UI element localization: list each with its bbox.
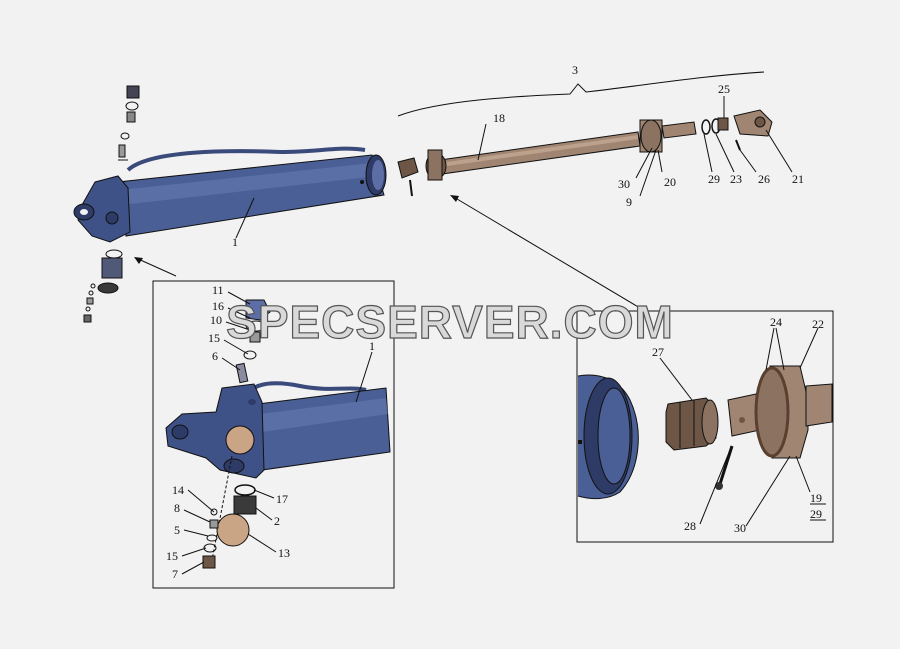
label-25: 25	[718, 82, 730, 96]
label-26: 26	[758, 172, 770, 186]
label-9: 9	[626, 195, 632, 209]
label-14: 14	[172, 483, 184, 497]
label-23: 23	[730, 172, 742, 186]
inset-right-labels: 24 22 27 28 30 19 29	[652, 315, 826, 535]
label-7: 7	[172, 567, 178, 581]
label-28: 28	[684, 519, 696, 533]
label-1-inset: 1	[369, 339, 375, 353]
label-6: 6	[212, 349, 218, 363]
inset-left-cylinder-end	[152, 280, 395, 589]
piston-rod-assembly	[397, 71, 773, 197]
label-30-inset: 30	[734, 521, 746, 535]
label-19: 19	[810, 491, 822, 505]
label-27: 27	[652, 345, 664, 359]
label-20: 20	[664, 175, 676, 189]
label-15-top: 15	[208, 331, 220, 345]
label-18: 18	[493, 111, 505, 125]
label-29-inset: 29	[810, 507, 822, 521]
label-10: 10	[210, 313, 222, 327]
label-22: 22	[812, 317, 824, 331]
top-fittings-stack	[118, 85, 140, 161]
label-13: 13	[278, 546, 290, 560]
label-17: 17	[276, 492, 288, 506]
label-29: 29	[708, 172, 720, 186]
label-3: 3	[572, 63, 578, 77]
label-2: 2	[274, 514, 280, 528]
label-1: 1	[232, 235, 238, 249]
bottom-fittings-stack	[83, 249, 123, 323]
label-11: 11	[212, 283, 224, 297]
main-leader-lines	[134, 96, 793, 309]
label-16: 16	[212, 299, 224, 313]
label-8: 8	[174, 501, 180, 515]
inset-right-piston-detail	[576, 310, 834, 543]
label-15-bottom: 15	[166, 549, 178, 563]
label-21: 21	[792, 172, 804, 186]
inset-left-labels: 11 16 10 15 6 1 14 8 5 15 7 17 2 13	[166, 283, 375, 581]
label-5: 5	[174, 523, 180, 537]
label-24: 24	[770, 315, 782, 329]
hydraulic-cylinder-body	[73, 146, 387, 243]
main-labels: 1 3 18 25 30 20 29 23 26 21 9	[232, 63, 804, 249]
label-30: 30	[618, 177, 630, 191]
watermark-text: SPECSERVER.COM	[226, 296, 674, 348]
